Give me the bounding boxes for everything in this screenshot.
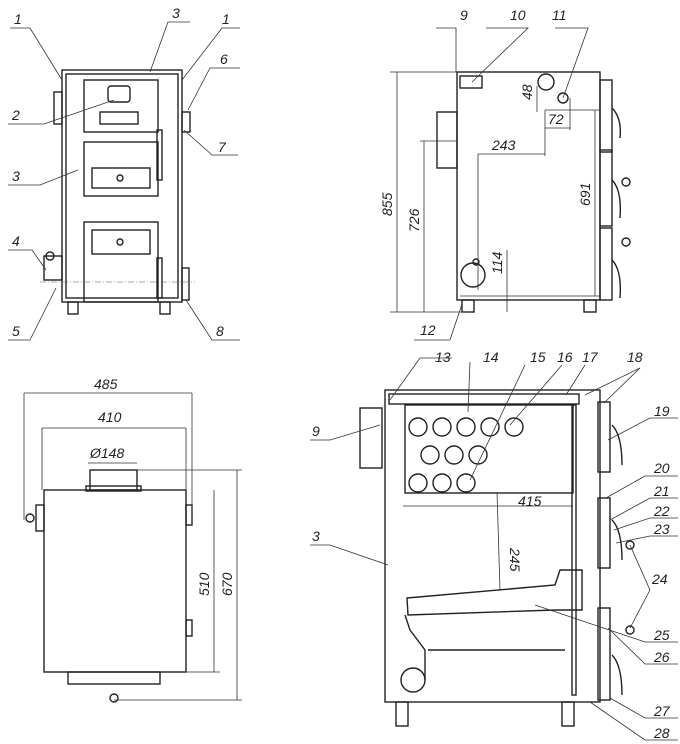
dimension-510: 510 [196,572,212,596]
callout-label: 2 [11,107,20,123]
dimension-d148: Ø148 [89,445,124,461]
callout-label: 5 [12,323,20,339]
callout-label: 19 [654,403,670,419]
tube [444,445,464,465]
dimension-410: 410 [98,409,122,425]
dimension-485: 485 [94,376,118,392]
callout-label: 3 [172,5,180,21]
callout-label: 26 [653,649,670,665]
tube [468,445,488,465]
dimension-415: 415 [518,493,542,509]
inspection-window [107,85,131,103]
callout-label: 9 [312,423,320,439]
callout-label: 23 [653,521,670,537]
callout-label: 24 [651,571,668,587]
callout-label: 3 [312,528,320,544]
callout-label: 16 [557,349,573,365]
callout-label: 21 [653,483,670,499]
dimension-670: 670 [219,572,235,596]
section-view: 415 245 13 14 15 16 17 18 9 19 20 21 22 … [310,349,678,741]
tube [420,445,440,465]
tube [408,417,428,437]
callout-label: 7 [218,139,227,155]
callout-label: 27 [653,703,671,719]
dimension-72: 72 [548,111,564,127]
callout-label: 17 [582,349,599,365]
callout-label: 6 [220,51,228,67]
dimension-855: 855 [379,192,395,216]
side-view: 855 726 691 114 243 72 48 9 10 11 12 [379,7,631,341]
flue-collar [89,469,138,491]
callout-label: 4 [12,233,20,249]
dimension-114: 114 [489,251,505,274]
callout-label: 14 [483,349,499,365]
callout-label: 18 [627,349,643,365]
callout-label: 28 [653,725,670,741]
tube [408,473,428,493]
tube [456,417,476,437]
top-view: 485 410 Ø148 510 670 [23,376,242,703]
flue-outlet [436,111,458,169]
callout-label: 25 [653,627,670,643]
middle-door [83,141,159,197]
callout-label: 10 [510,7,526,23]
dimension-726: 726 [406,208,422,232]
callout-label: 13 [435,349,451,365]
callout-label: 15 [530,349,546,365]
lower-door [83,221,159,303]
callout-label: 22 [653,503,670,519]
callout-label: 12 [420,322,436,338]
callout-label: 20 [653,460,670,476]
tube [432,417,452,437]
dimension-691: 691 [577,183,593,206]
callout-label: 8 [216,323,224,339]
dimension-48: 48 [519,84,535,100]
dimension-243: 243 [491,137,516,153]
tube [432,473,452,493]
tube [480,417,500,437]
upper-door [83,79,159,133]
tube [456,473,476,493]
callout-label: 11 [552,7,567,23]
callout-label: 3 [12,168,20,184]
tube [504,417,524,437]
callout-label: 1 [14,11,22,27]
front-view: 1 3 1 6 2 7 3 4 5 8 [8,5,240,341]
dimension-245: 245 [507,547,523,572]
callout-label: 1 [222,11,230,27]
callout-label: 9 [460,7,468,23]
